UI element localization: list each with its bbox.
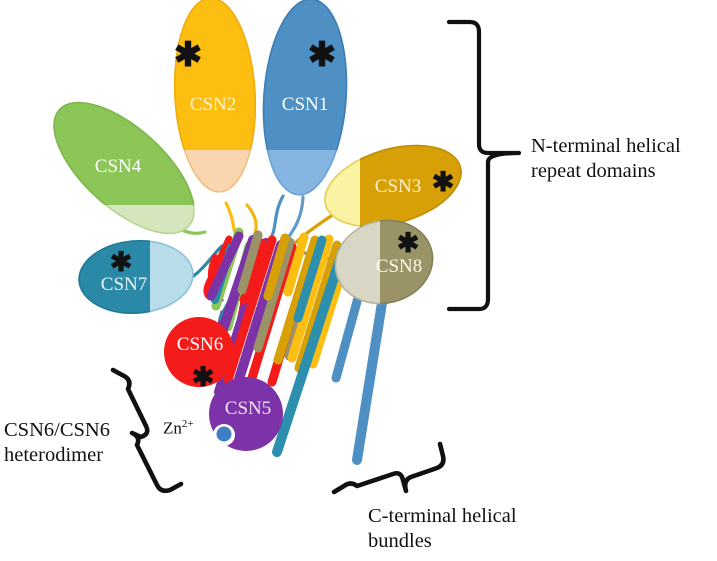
zinc-symbol: Zn [163,418,182,438]
subunit-label-csn6: CSN6 [177,334,223,355]
helix-csn2-b [287,234,334,363]
helix-csn3-b [273,235,320,365]
helix-csn6-b [223,235,277,385]
annotation-heterodimer: CSN6/CSN6 heterodimer [4,419,110,466]
annotation-c-terminal: C-terminal helical bundles [368,505,517,552]
subunit-csn4[interactable]: CSN4 [33,80,216,256]
subunit-label-csn1: CSN1 [282,94,328,115]
helix-csn2-a [283,232,309,297]
asterisk-csn6: ✱ [192,362,215,392]
zinc-marker [213,424,235,446]
connector-csn7 [189,244,224,280]
helix-csn8-a [237,230,263,295]
helix-bundle [201,227,397,465]
subunit-label-csn8: CSN8 [376,256,422,277]
helix-csn5-a [206,231,244,301]
subunit-csn1[interactable]: CSN1 ✱ [257,0,352,198]
helix-csn8-b [253,237,295,353]
helix-csn1-a [293,235,327,323]
asterisk-csn8: ✱ [397,228,420,258]
bracket-heterodimer [110,367,184,494]
subunit-label-csn3: CSN3 [375,176,421,197]
asterisk-csn7: ✱ [110,247,133,277]
subunit-csn7[interactable]: CSN7 ✱ [77,237,196,317]
helix-csn3-a [263,233,290,301]
subunit-csn6[interactable]: CSN6 ✱ [164,317,234,392]
asterisk-csn3: ✱ [432,167,455,197]
helix-csn1-b [272,245,348,457]
subunit-csn2[interactable]: CSN2 ✱ [170,0,260,194]
subunit-label-csn4: CSN4 [95,156,142,177]
zinc-label: Zn2+ [163,418,194,439]
subunit-label-csn5: CSN5 [225,398,271,419]
helix-csn6-a [239,238,267,305]
subunit-label-csn2: CSN2 [190,94,236,115]
bracket-n-terminal [446,19,522,312]
annotation-n-terminal: N-terminal helical repeat domains [531,135,681,182]
asterisk-csn2: ✱ [174,37,203,74]
subunit-csn8[interactable]: CSN8 ✱ [327,210,442,313]
connector-csn1-a [266,194,285,243]
subunit-label-csn7: CSN7 [101,274,147,295]
helix-csn3-c [294,240,342,373]
zinc-charge: 2+ [181,418,194,430]
bracket-c-terminal [331,441,446,495]
asterisk-csn1: ✱ [308,37,337,74]
subunit-csn3[interactable]: CSN3 ✱ [316,131,471,241]
